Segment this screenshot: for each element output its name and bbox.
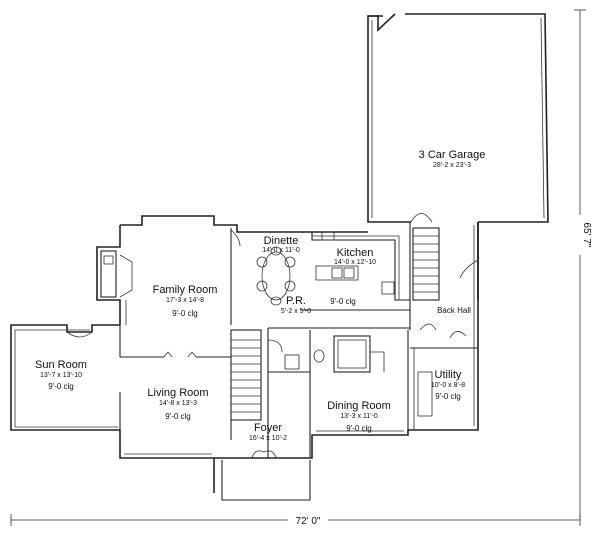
pr-size: 5'-2 x 5'-0 [281,308,311,315]
depth-dimension: 65' 7" [574,9,592,520]
sun-clg: 9'-0 clg [48,382,74,391]
dinette-size: 14'-0 x 11'-0 [262,247,300,254]
stair-treads-left [231,339,261,413]
family-name: Family Room [153,284,218,296]
depth-label: 65' 7" [581,223,592,248]
utility-clg: 9'-0 clg [435,392,461,401]
foyer-name: Foyer [254,422,282,434]
living-size: 14'-8 x 13'-3 [159,400,197,407]
family-size: 17'-3 x 14'-8 [166,297,204,304]
pr-name: P.R. [286,295,306,307]
dining-name: Dining Room [327,400,391,412]
garage-size: 28'-2 x 23'-3 [433,162,471,169]
interior-walls [119,222,479,458]
kitchen-name: Kitchen [337,247,374,259]
dinette-name: Dinette [264,235,299,247]
dinette-table [256,246,296,306]
sun-name: Sun Room [35,359,87,371]
width-label: 72' 0" [296,516,321,527]
house-walls [10,215,479,501]
utility-name: Utility [435,369,462,381]
foyer-size: 16'-4 x 10'-2 [249,435,287,442]
room-labels: 3 Car Garage 28'-2 x 23'-3 Dinette 14'-0… [35,149,485,442]
family-clg: 9'-0 clg [172,309,198,318]
kitchen-clg: 9'-0 clg [330,297,356,306]
utility-size: 10'-0 x 8'-8 [431,382,465,389]
width-dimension: 72' 0" [10,514,581,527]
sun-size: 13'-7 x 13'-10 [40,372,82,379]
kitchen-size: 14'-0 x 12'-10 [334,259,376,266]
backhall-name: Back Hall [437,306,471,315]
dining-size: 13'-3 x 11'-0 [340,413,378,420]
garage-walls [367,13,549,223]
living-name: Living Room [147,387,208,399]
living-clg: 9'-0 clg [165,412,191,421]
dining-clg: 9'-0 clg [346,424,372,433]
entry-door [251,450,277,459]
garage-name: 3 Car Garage [419,149,486,161]
